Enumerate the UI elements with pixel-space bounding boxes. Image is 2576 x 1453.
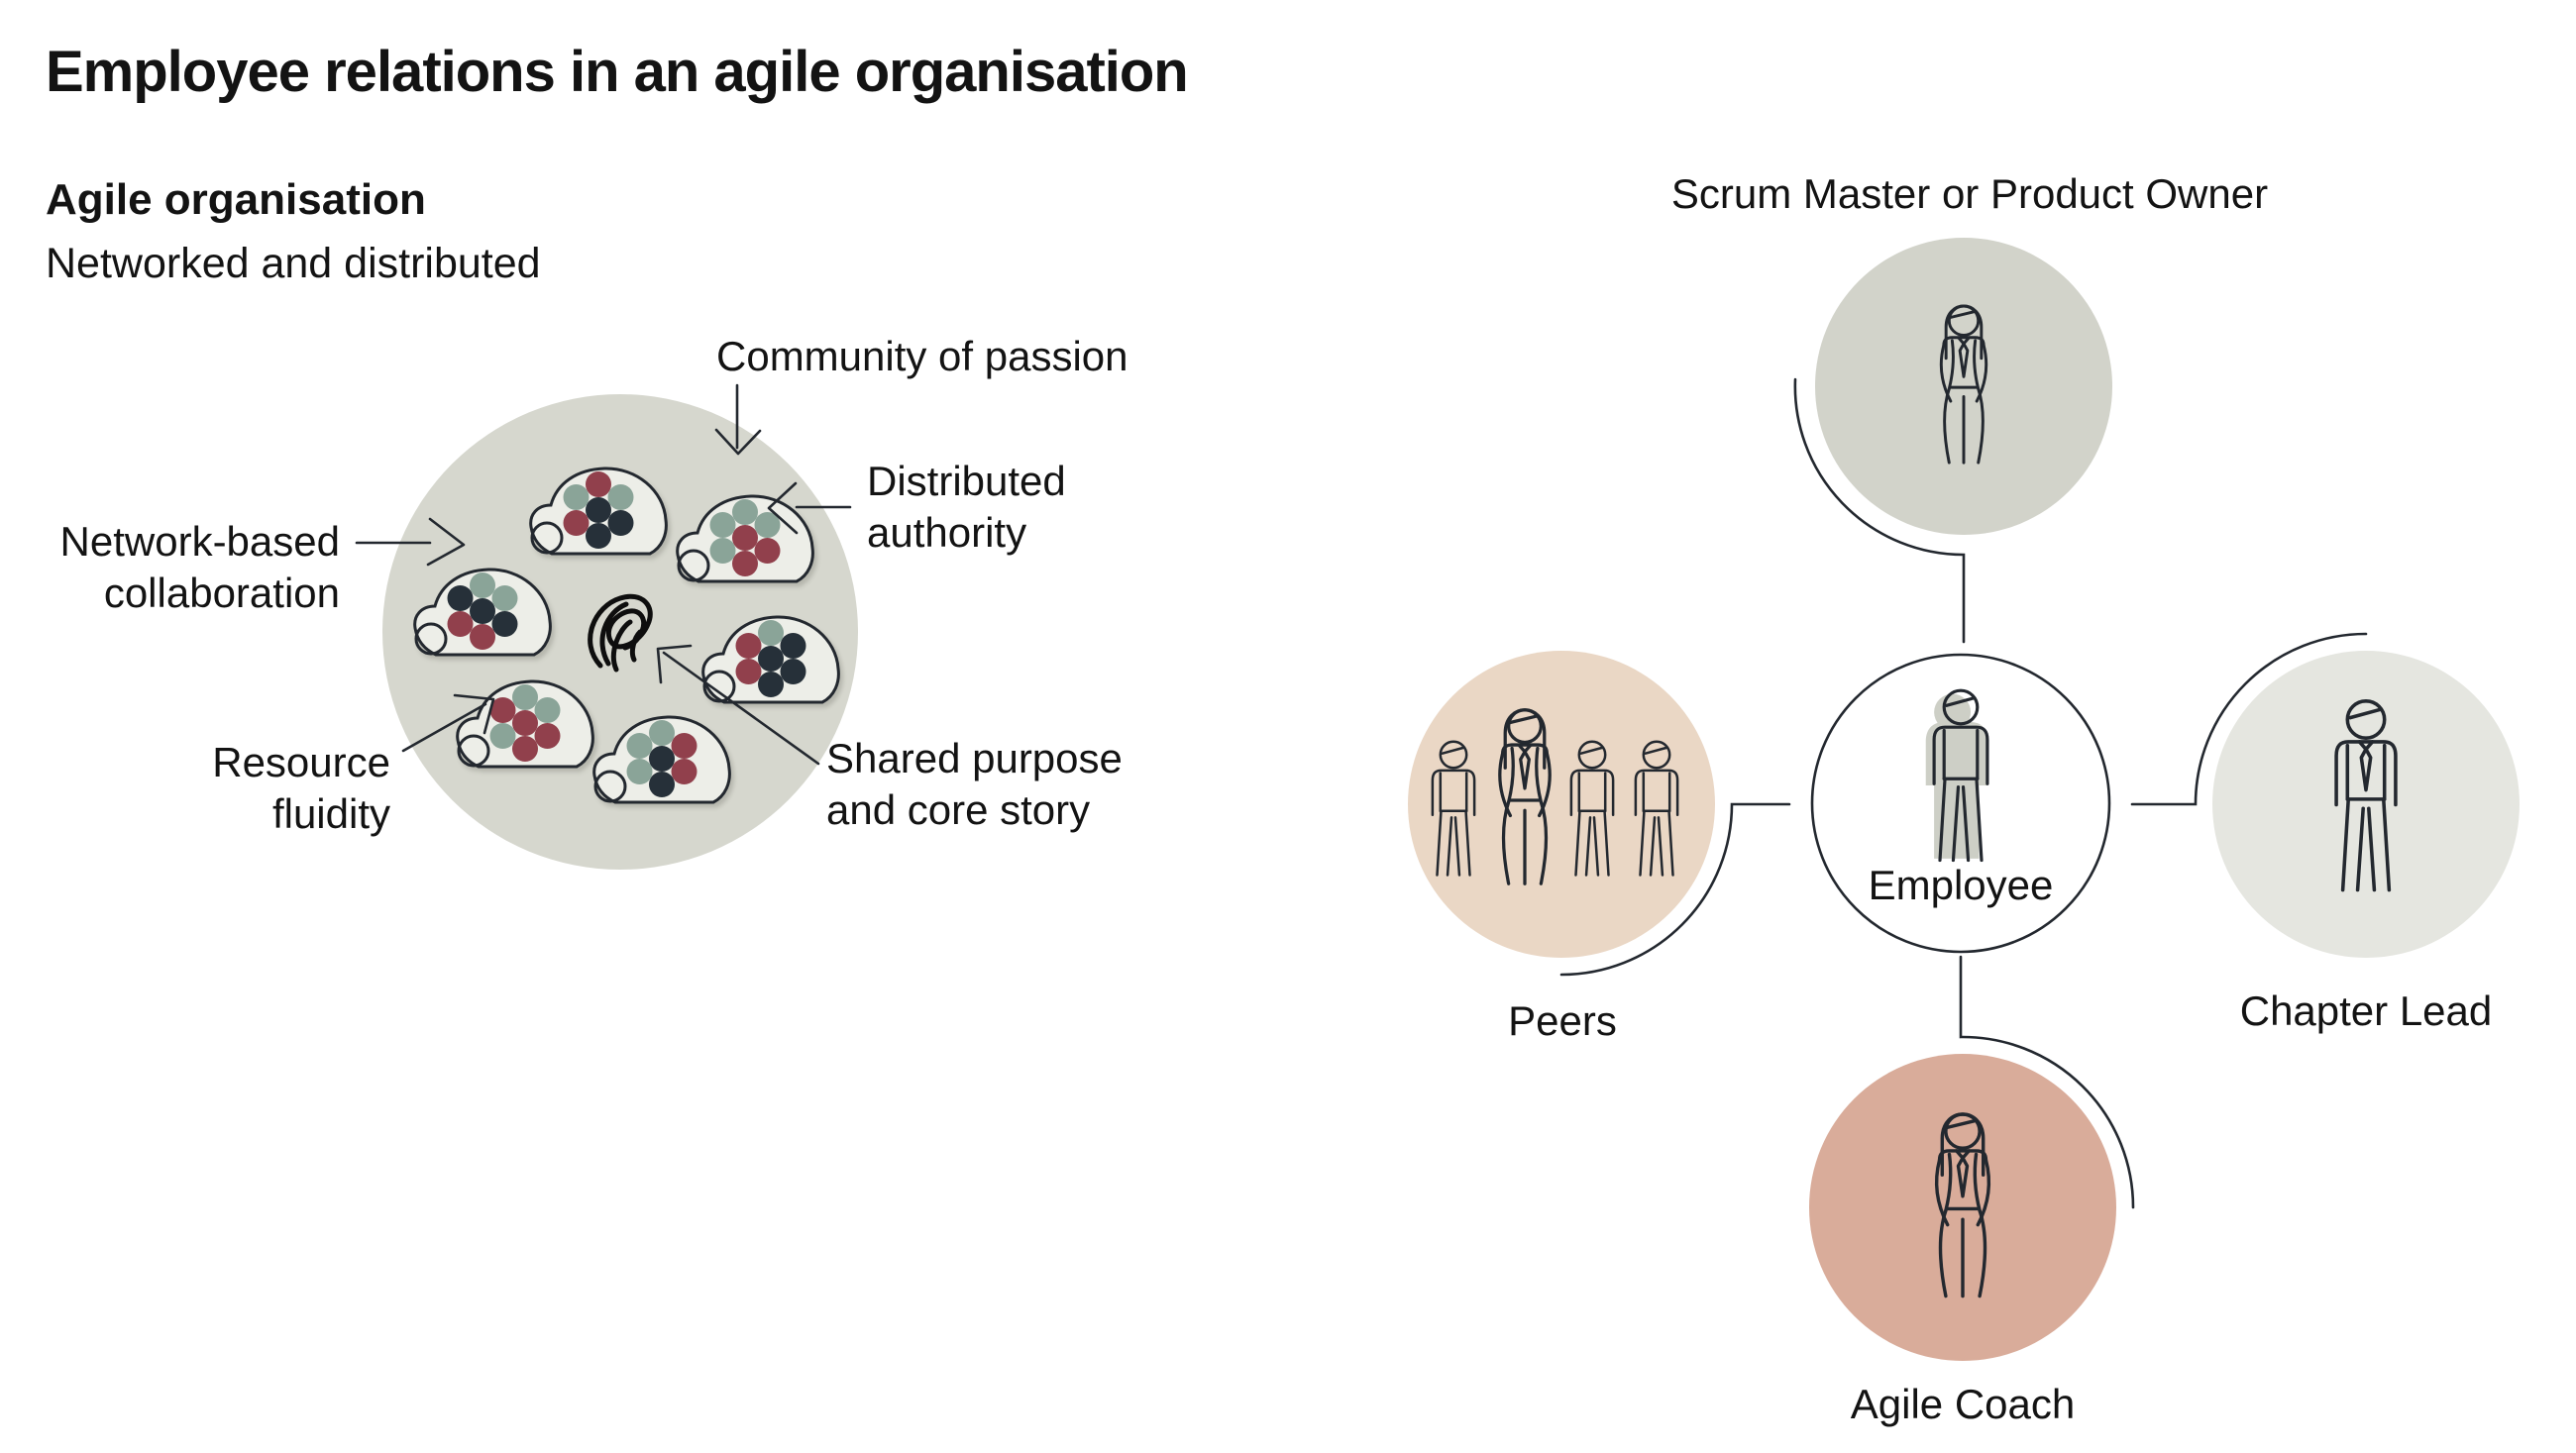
member-dot-navy — [649, 746, 675, 772]
member-dot-maroon — [671, 733, 698, 759]
resource-arrow-line — [401, 702, 487, 753]
member-dot-maroon — [732, 525, 758, 551]
shared-arrowhead-icon — [656, 644, 693, 684]
member-dot-maroon — [732, 551, 758, 576]
team-clouds-layer — [413, 467, 840, 804]
label-employee: Employee — [1869, 862, 2054, 908]
member-dot-navy — [607, 510, 634, 536]
peers-circle — [1408, 651, 1715, 958]
member-dot-maroon — [512, 710, 538, 736]
team-cloud — [676, 494, 814, 583]
label-network-collaboration-line1: Network-based — [60, 518, 340, 565]
distributed-arrowhead-icon — [767, 481, 799, 535]
member-dot-maroon — [563, 510, 590, 536]
left-diagram-heading: Agile organisation — [46, 175, 426, 224]
connector-employee-chapter-lead — [2130, 632, 2368, 806]
member-dot-maroon — [470, 624, 495, 650]
member-dot-navy — [758, 672, 784, 697]
label-chapter-lead: Chapter Lead — [2240, 987, 2493, 1034]
label-scrum-master: Scrum Master or Product Owner — [1671, 170, 2268, 217]
member-dot-sage — [534, 697, 561, 723]
member-dot-sage — [563, 484, 590, 510]
connector-scrum-master-employee — [1793, 377, 1966, 644]
team-cloud — [413, 568, 552, 657]
member-dot-sage — [491, 585, 518, 611]
member-dot-navy — [470, 598, 495, 624]
member-dot-sage — [649, 720, 675, 746]
member-dot-maroon — [512, 736, 538, 762]
member-dot-maroon — [754, 538, 781, 564]
label-resource-fluidity-line1: Resource — [212, 739, 390, 785]
team-cloud — [701, 615, 840, 704]
member-dot-sage — [732, 499, 758, 525]
member-dot-sage — [626, 759, 653, 784]
member-dot-sage — [489, 723, 516, 749]
member-dot-sage — [709, 512, 736, 538]
member-dot-sage — [709, 538, 736, 564]
member-dot-maroon — [671, 759, 698, 784]
page-title: Employee relations in an agile organisat… — [46, 40, 1188, 104]
label-resource-fluidity-line2: fluidity — [272, 790, 390, 837]
member-dot-navy — [586, 523, 611, 549]
label-distributed-authority-line1: Distributed — [867, 458, 1066, 504]
member-dot-navy — [586, 497, 611, 523]
resource-arrowhead-icon — [453, 693, 495, 735]
member-dot-navy — [780, 659, 806, 684]
label-peers: Peers — [1508, 997, 1617, 1044]
member-dot-sage — [470, 572, 495, 598]
member-dot-maroon — [735, 659, 762, 684]
member-dot-sage — [512, 684, 538, 710]
member-dot-navy — [649, 772, 675, 797]
label-network-collaboration-line2: collaboration — [104, 570, 340, 616]
network-arrowhead-icon — [426, 517, 466, 567]
scribble-icon — [588, 593, 653, 673]
member-dot-navy — [491, 611, 518, 637]
member-dot-sage — [626, 733, 653, 759]
connector-employee-peers — [1559, 802, 1791, 977]
label-shared-purpose-line2: and core story — [826, 786, 1090, 833]
left-diagram-subheading: Networked and distributed — [46, 240, 541, 287]
team-cloud — [592, 715, 731, 804]
member-dot-sage — [754, 512, 781, 538]
team-cloud — [456, 679, 594, 769]
member-dot-navy — [780, 633, 806, 659]
chapter-lead-circle — [2212, 651, 2520, 958]
member-dot-maroon — [534, 723, 561, 749]
member-dot-maroon — [735, 633, 762, 659]
member-dot-navy — [447, 585, 474, 611]
label-shared-purpose-line1: Shared purpose — [826, 735, 1123, 781]
connector-employee-agile-coach — [1959, 955, 2135, 1209]
member-dot-navy — [758, 646, 784, 672]
member-dot-sage — [758, 620, 784, 646]
member-dot-maroon — [447, 611, 474, 637]
shared-arrow-line — [662, 651, 820, 766]
community-arrowhead-icon — [714, 428, 762, 456]
member-dot-sage — [607, 484, 634, 510]
member-dot-maroon — [586, 471, 611, 497]
team-cloud — [529, 467, 668, 556]
label-community-of-passion: Community of passion — [716, 333, 1128, 379]
member-dot-maroon — [489, 697, 516, 723]
label-distributed-authority-line2: authority — [867, 509, 1026, 556]
label-agile-coach: Agile Coach — [1851, 1381, 2075, 1427]
